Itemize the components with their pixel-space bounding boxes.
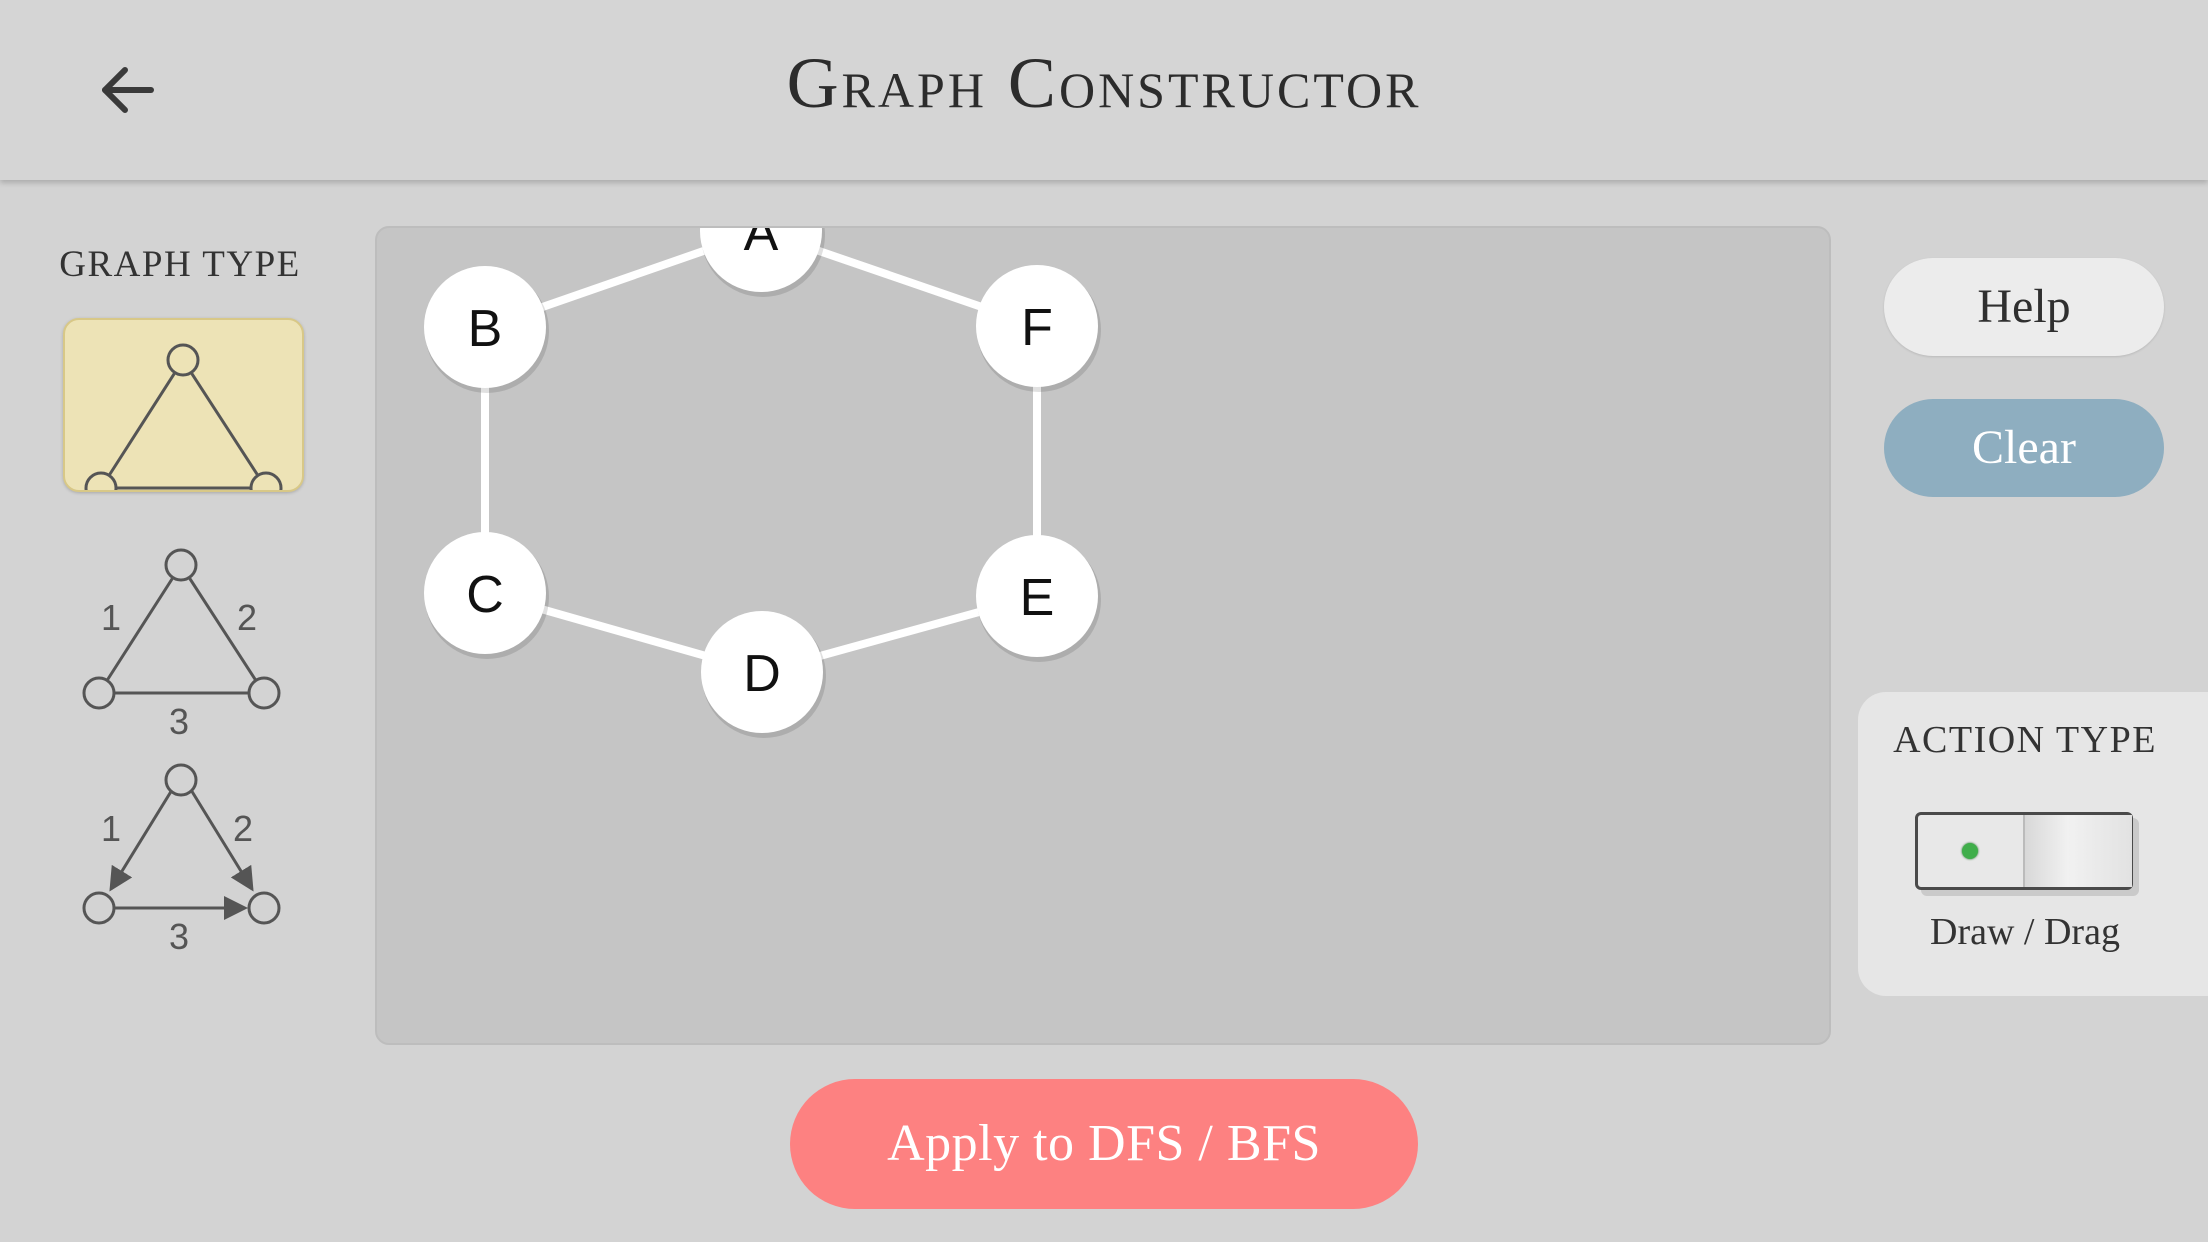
node-label: B [468,300,503,358]
node-label: A [744,228,779,262]
graph-node-E[interactable]: E [976,535,1101,662]
node-label: D [743,645,781,703]
action-type-label: ACTION TYPE [1893,719,2157,761]
graph-node-C[interactable]: C [424,532,549,659]
weight-label: 2 [237,597,257,638]
node-label: F [1021,299,1053,357]
weight-label: 1 [101,808,121,849]
node-label: C [466,566,504,624]
graph-drawing: A B C D E F [424,228,1101,738]
graph-type-weighted-option[interactable]: 1 2 3 [63,538,300,742]
toggle-caption: Draw / Drag [1930,911,2120,953]
graph-canvas[interactable]: A B C D E F [375,226,1831,1045]
page-title: Graph Constructor [786,43,1422,123]
arrow-left-icon [102,67,154,113]
weight-label: 1 [101,597,121,638]
directed-weighted-graph-icon: 1 2 3 [82,763,281,957]
weight-label: 3 [169,701,189,742]
active-indicator-icon [1962,843,1978,859]
action-type-panel: ACTION TYPE Draw / Drag [1858,692,2208,996]
apply-dfs-bfs-button[interactable]: Apply to DFS / BFS [790,1079,1418,1209]
weight-label: 3 [169,916,189,957]
clear-button[interactable]: Clear [1884,399,2164,497]
weighted-graph-icon: 1 2 3 [82,548,281,742]
graph-type-label: GRAPH TYPE [59,244,301,285]
app-header: Graph Constructor [0,0,2208,180]
weight-label: 2 [233,808,253,849]
graph-type-undirected-option[interactable] [63,318,304,492]
graph-node-D[interactable]: D [701,611,826,738]
draw-drag-toggle[interactable] [1915,812,2133,890]
back-button[interactable] [92,55,162,125]
graph-type-directed-option[interactable]: 1 2 3 [63,753,300,957]
undirected-graph-icon [84,343,283,490]
help-button[interactable]: Help [1884,258,2164,356]
graph-node-F[interactable]: F [976,265,1101,392]
node-label: E [1020,569,1055,627]
toggle-knob[interactable] [2023,815,2132,887]
graph-node-A[interactable]: A [700,228,825,297]
graph-node-B[interactable]: B [424,266,549,393]
